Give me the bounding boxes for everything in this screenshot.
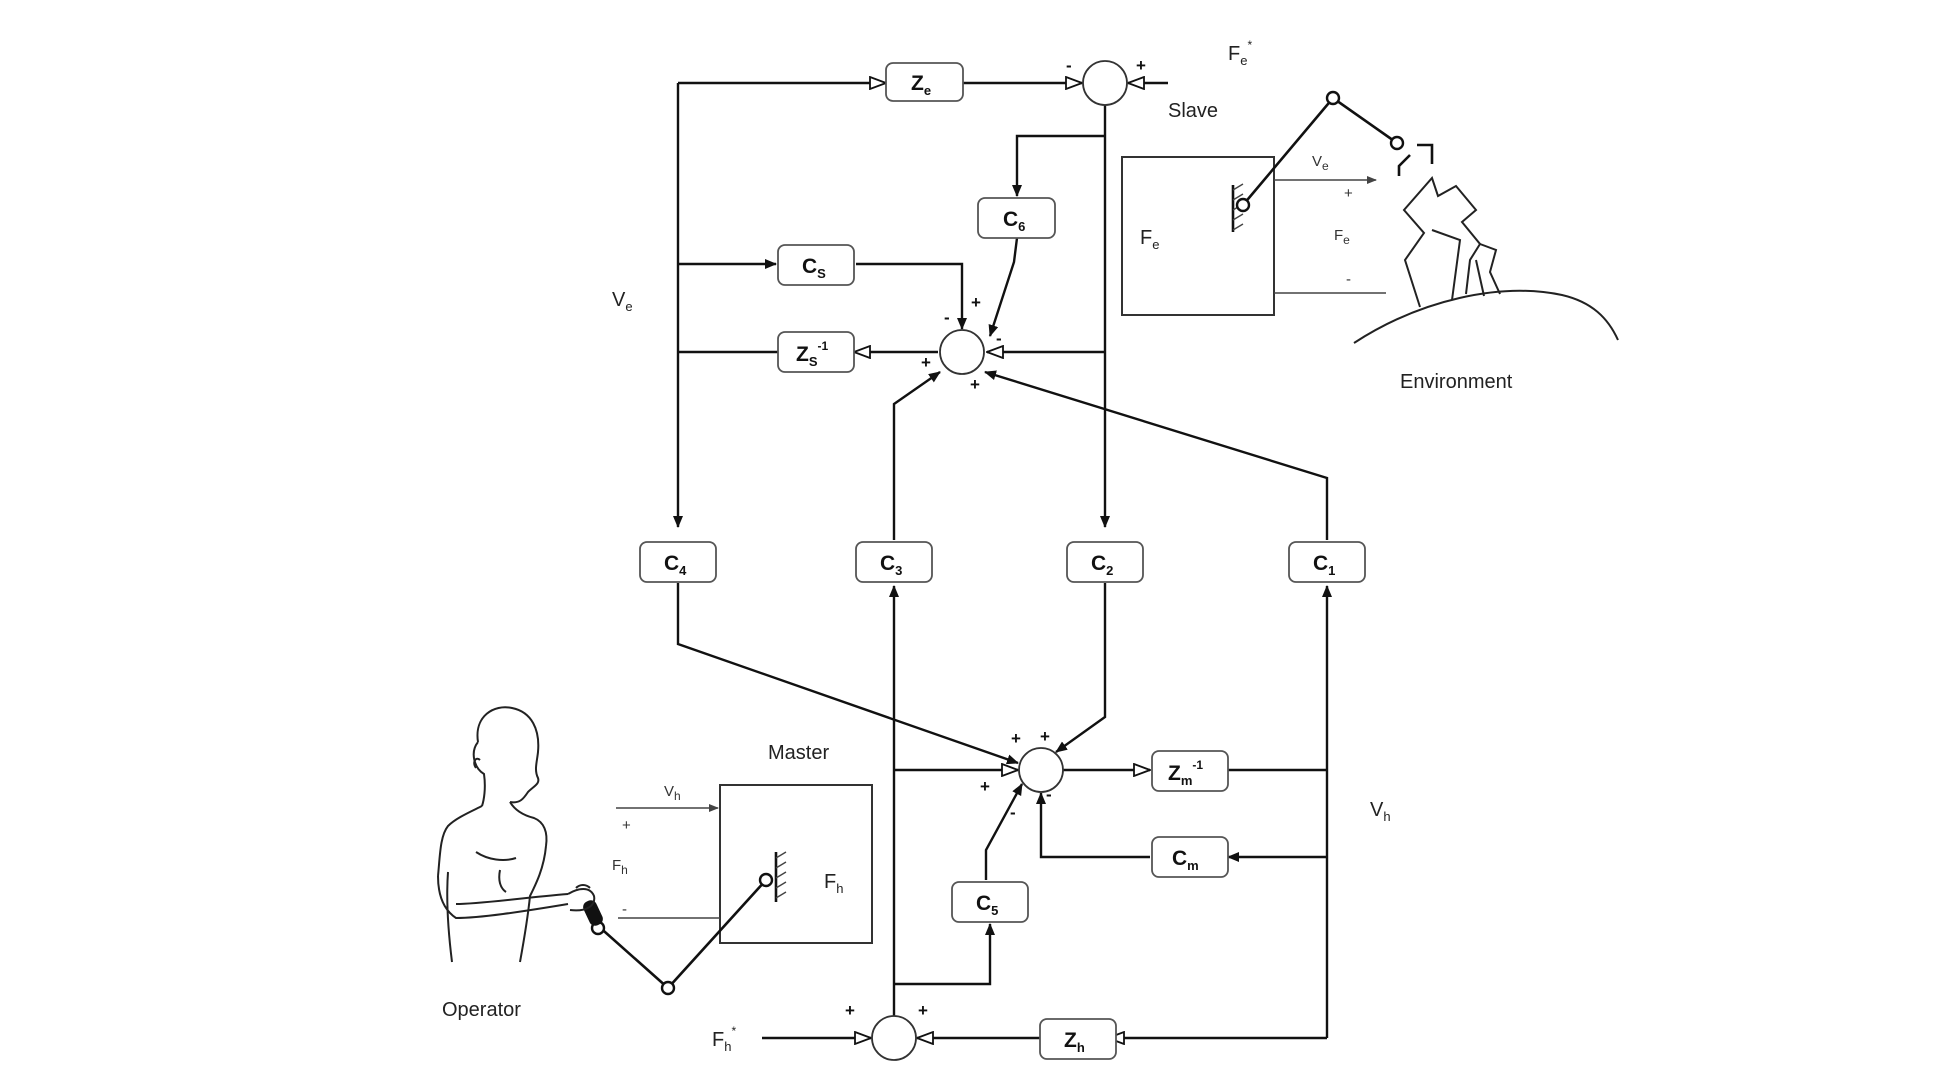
environment-rocks	[1353, 176, 1619, 344]
slave-minus-sign: -	[1346, 271, 1351, 288]
lower-sum-junction	[1018, 747, 1064, 793]
summing-junctions	[871, 60, 1128, 1061]
master-minus-sign: -	[622, 901, 627, 918]
block-zh: Zh	[1039, 1018, 1117, 1060]
mid-sum-junction	[939, 329, 985, 375]
sign-mid-minus-b: -	[996, 329, 1002, 348]
master-plus-sign: +	[622, 817, 631, 834]
slave-label: Slave	[1168, 100, 1218, 122]
environment-label: Environment	[1400, 371, 1513, 393]
slave-fe-inner: Fe	[1140, 227, 1159, 252]
sign-bottom-plus-b: +	[918, 1001, 928, 1020]
slave-fe-label: Fe	[1334, 227, 1350, 247]
label-vh-right: Vh	[1370, 799, 1391, 824]
sign-mid-minus-a: -	[944, 308, 950, 327]
svg-text:C6: C6	[1003, 208, 1025, 234]
sign-low-plus-a: +	[1011, 729, 1021, 748]
svg-text:C1: C1	[1313, 552, 1335, 578]
svg-text:C3: C3	[880, 552, 902, 578]
block-cs: CS	[777, 244, 855, 286]
sign-mid-plus-b: +	[921, 353, 931, 372]
operator-label: Operator	[442, 999, 521, 1021]
svg-text:Zm-1: Zm-1	[1168, 758, 1203, 788]
svg-text:Ze: Ze	[911, 72, 931, 98]
slave-ve-label: Ve	[1312, 153, 1329, 173]
slave-plus-sign: +	[1344, 185, 1353, 202]
svg-text:C2: C2	[1091, 552, 1113, 578]
sign-low-minus-a: -	[1046, 785, 1052, 804]
block-c5: C5	[951, 881, 1029, 923]
svg-text:ZS-1: ZS-1	[796, 339, 828, 369]
svg-text:C5: C5	[976, 892, 998, 918]
block-zm-inverse: Zm-1	[1151, 750, 1229, 792]
bottom-sum-junction	[871, 1015, 917, 1061]
block-c1: C1	[1288, 541, 1366, 583]
signal-wires	[673, 83, 1332, 1038]
sign-low-plus-b: +	[1040, 727, 1050, 746]
svg-text:C4: C4	[664, 552, 687, 578]
top-sum-junction	[1082, 60, 1128, 106]
sign-low-minus-b: -	[1010, 803, 1016, 822]
master-vh-label: Vh	[664, 783, 681, 803]
master-fh-label: Fh	[612, 857, 628, 877]
label-fh-star: Fh*	[712, 1024, 736, 1054]
junction-signs: - + - + - + + + + + - - + +	[845, 56, 1146, 1020]
master-plant: Fh Vh + Fh -	[583, 783, 873, 996]
master-fh-inner: Fh	[824, 871, 843, 896]
master-label: Master	[768, 742, 829, 764]
svg-text:Zh: Zh	[1064, 1029, 1085, 1055]
svg-text:Cm: Cm	[1172, 847, 1199, 873]
block-ze: Ze	[885, 62, 964, 102]
block-c4: C4	[639, 541, 717, 583]
svg-text:CS: CS	[802, 255, 826, 281]
sign-top-minus: -	[1066, 56, 1072, 75]
sign-low-plus-c: +	[980, 777, 990, 796]
sign-top-plus: +	[1136, 56, 1146, 75]
label-ve-left: Ve	[612, 289, 633, 314]
block-c6: C6	[977, 197, 1056, 239]
label-fe-star: Fe*	[1228, 38, 1252, 68]
operator-figure	[437, 706, 596, 963]
block-zs-inverse: ZS-1	[777, 331, 855, 373]
sign-mid-plus-c: +	[970, 375, 980, 394]
sign-mid-plus-a: +	[971, 293, 981, 312]
sign-bottom-plus-a: +	[845, 1001, 855, 1020]
signal-labels: Fe* Fh* Ve Vh Slave Master Environment O…	[442, 38, 1513, 1054]
block-cm: Cm	[1151, 836, 1229, 878]
slave-plant: Fe Ve + Fe -	[1121, 90, 1434, 316]
block-c3: C3	[855, 541, 933, 583]
block-c2: C2	[1066, 541, 1144, 583]
